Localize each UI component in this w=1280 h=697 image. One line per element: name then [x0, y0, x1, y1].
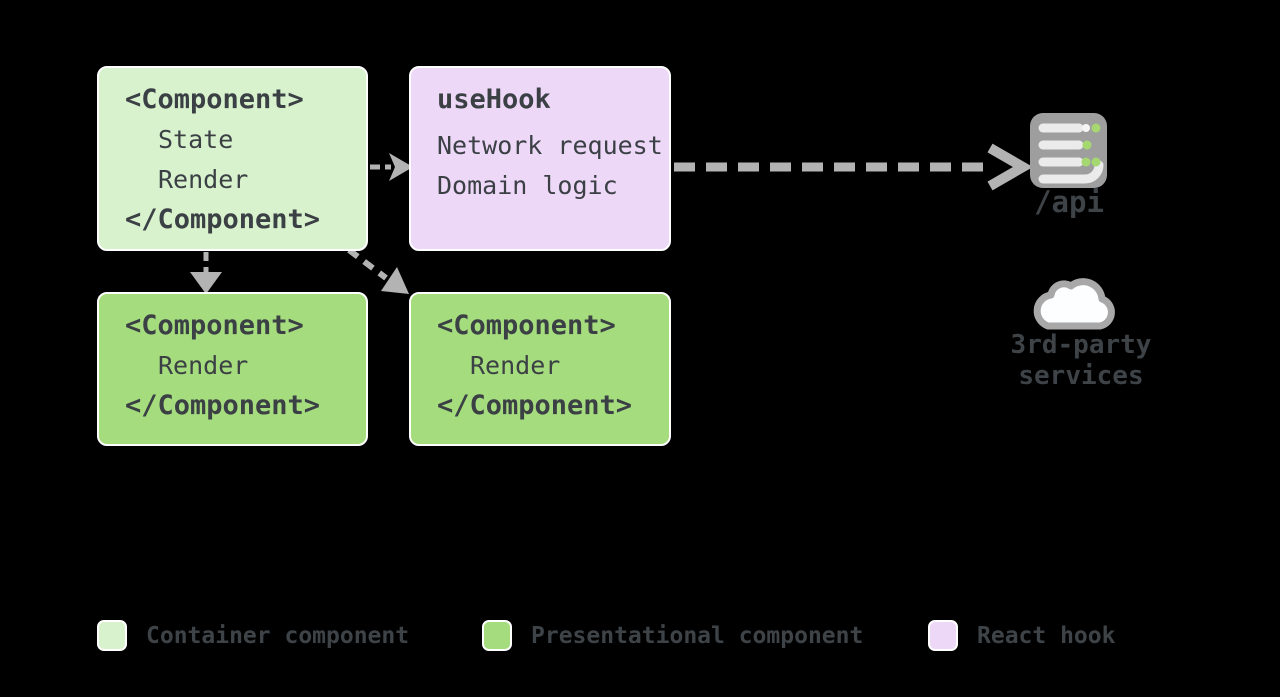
component-close-tag: </Component>	[125, 390, 321, 421]
react-hook-box: useHook Network request Domain logic	[409, 66, 671, 251]
legend-label: Container component	[146, 622, 410, 649]
third-party-line2: services	[1018, 361, 1144, 391]
container-component-box: <Component> State Render </Component>	[97, 66, 368, 251]
legend-label: React hook	[977, 622, 1116, 649]
render-line: Render	[470, 351, 561, 380]
render-line: Render	[158, 165, 249, 194]
state-line: State	[158, 125, 234, 154]
presentational-component-swatch	[482, 620, 512, 651]
component-close-tag: </Component>	[437, 390, 633, 421]
hook-domain-logic-line: Domain logic	[437, 171, 618, 200]
hook-title: useHook	[437, 84, 551, 115]
react-hook-swatch	[928, 620, 958, 651]
presentational-component-box-right: <Component> Render </Component>	[409, 292, 671, 446]
component-open-tag: <Component>	[437, 310, 616, 341]
render-line: Render	[158, 351, 249, 380]
third-party-line1: 3rd-party	[1010, 330, 1152, 360]
legend-label: Presentational component	[531, 622, 864, 649]
hook-network-request-line: Network request	[437, 131, 663, 160]
third-party-services-label: 3rd-party services	[1003, 330, 1159, 392]
cloud-icon	[1033, 278, 1115, 330]
legend-item-react-hook: React hook	[928, 620, 1115, 651]
component-close-tag: </Component>	[125, 204, 321, 235]
arrow-container-to-hook	[370, 153, 413, 181]
presentational-component-box-left: <Component> Render </Component>	[97, 292, 368, 446]
legend-item-container-component: Container component	[97, 620, 409, 651]
container-component-swatch	[97, 620, 127, 651]
arrow-container-to-left-presentational	[190, 252, 222, 294]
server-icon	[1030, 113, 1107, 188]
arrow-hook-to-api	[674, 143, 1034, 191]
component-open-tag: <Component>	[125, 84, 304, 115]
arrow-container-to-right-presentational	[347, 247, 409, 294]
legend-item-presentational-component: Presentational component	[482, 620, 863, 651]
component-open-tag: <Component>	[125, 310, 304, 341]
api-endpoint-label: /api	[1034, 185, 1104, 219]
